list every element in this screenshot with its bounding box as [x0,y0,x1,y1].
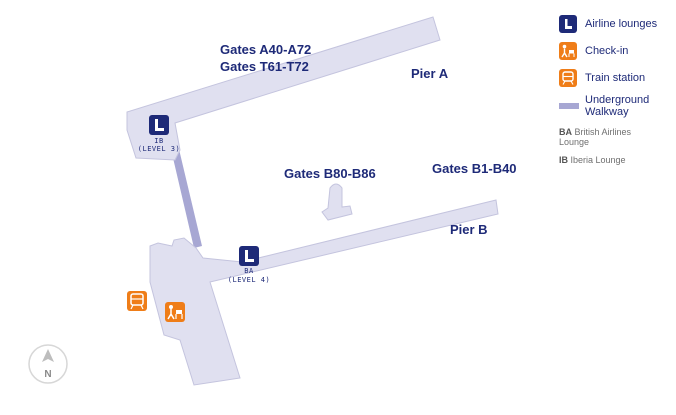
ba-lounge-code: BA [244,267,254,275]
note-text: British Airlines Lounge [559,127,632,147]
lounge-icon [559,15,577,33]
north-arrow-icon [42,349,54,362]
lounge-icon [239,246,259,266]
legend-note-ba: BA British Airlines Lounge [559,127,659,147]
note-code: BA [559,127,572,137]
note-code: IB [559,155,568,165]
main-terminal-building [149,199,499,386]
pier-a-building [126,16,441,161]
ib-lounge-code: IB [154,137,163,145]
compass: N [28,344,68,384]
pier-b-label: Pier B [450,222,488,237]
lounge-icon [149,115,169,135]
ba-lounge-marker[interactable]: BA (LEVEL 4) [228,246,270,284]
compass-north-label: N [44,369,51,380]
legend-item-check-in: Check-in [559,39,674,63]
walkway-line-icon [559,103,579,109]
legend-note-ib: IB Iberia Lounge [559,155,674,165]
train-icon [559,69,577,87]
legend-label: Airline lounges [585,18,658,30]
underground-walkway [170,145,202,248]
compass-circle [28,344,68,384]
b80-b86-gates-label: Gates B80-B86 [284,166,376,181]
ib-lounge-marker[interactable]: IB (LEVEL 3) [138,115,180,153]
train-station-marker[interactable] [127,291,147,311]
check-in-marker[interactable] [165,302,185,322]
legend-label: Train station [585,72,646,84]
legend-label: Underground Walkway [585,94,650,118]
pier-a-gates-label-2: Gates T61-T72 [220,59,309,74]
pier-a-gates-label-1: Gates A40-A72 [220,42,311,57]
legend-item-train: Train station [559,66,674,90]
b80-b86-satellite [321,183,353,221]
ib-lounge-level: (LEVEL 3) [138,145,180,153]
note-text: Iberia Lounge [570,155,626,165]
legend-item-walkway: Underground Walkway [559,93,674,119]
check-in-icon [559,42,577,60]
legend: Airline lounges Check-in Train station [559,12,674,165]
ba-lounge-level: (LEVEL 4) [228,276,270,284]
pier-b-gates-label: Gates B1-B40 [432,161,517,176]
legend-item-lounges: Airline lounges [559,12,674,36]
legend-label: Check-in [585,45,629,57]
pier-a-label: Pier A [411,66,449,81]
